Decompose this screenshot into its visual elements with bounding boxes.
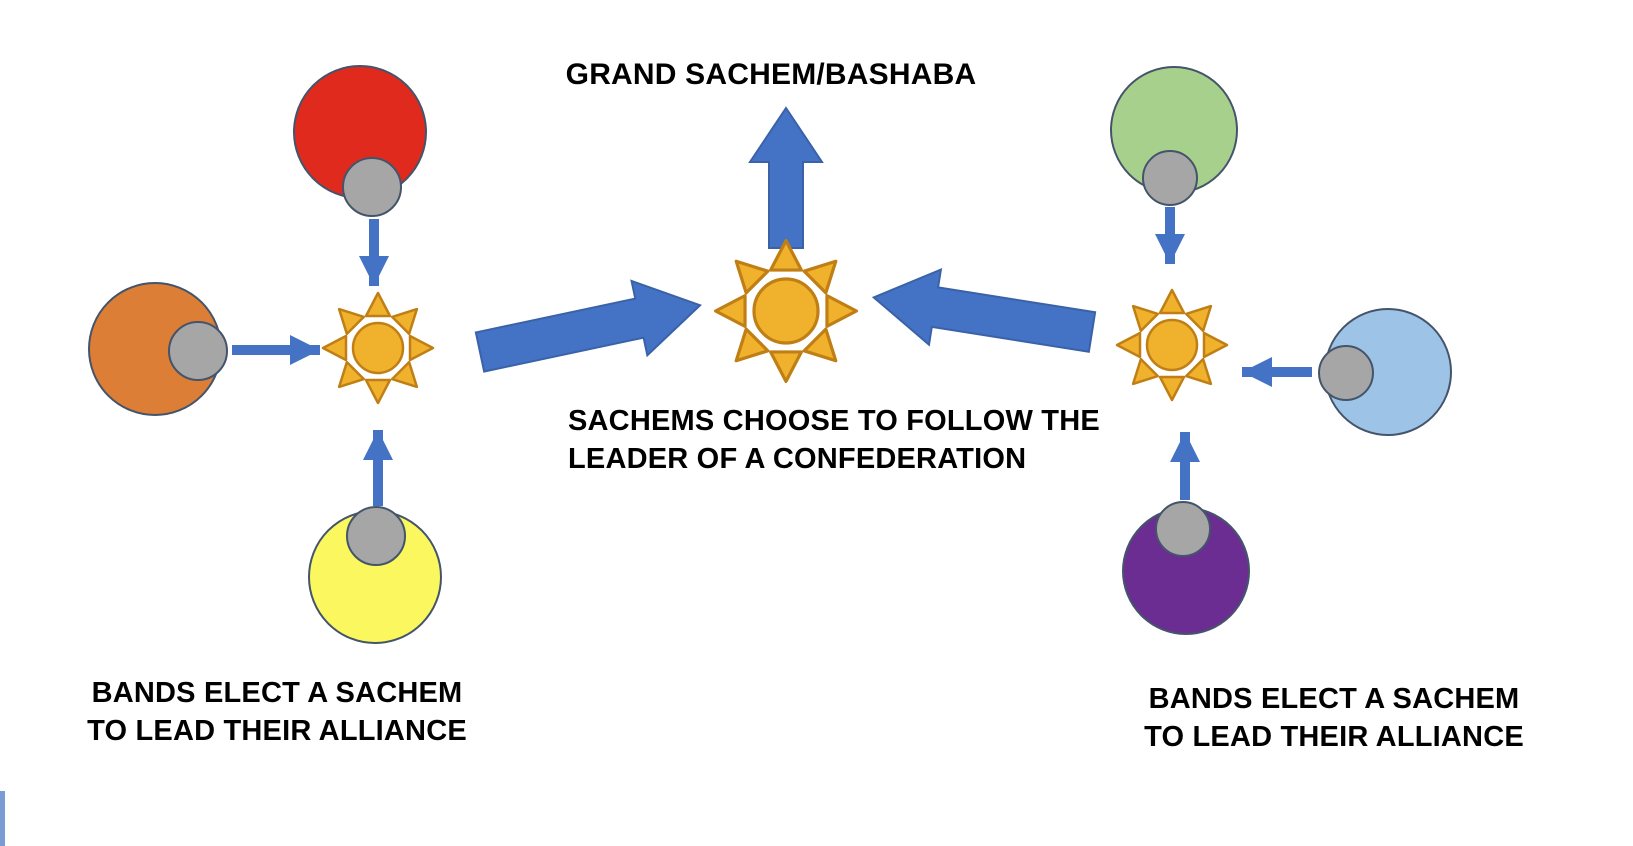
bands-caption-right: BANDS ELECT A SACHEM TO LEAD THEIR ALLIA… xyxy=(1129,680,1539,756)
arrow-right-alliance-to-confederation-icon xyxy=(871,267,1097,353)
arrow-left-alliance-to-confederation xyxy=(474,279,702,373)
bands-caption-right-line2: TO LEAD THEIR ALLIANCE xyxy=(1144,721,1524,753)
slide-edge-artifact xyxy=(0,791,5,846)
leader-dot-orange-band xyxy=(168,321,228,381)
confederation-caption-line2: LEADER OF A CONFEDERATION xyxy=(568,443,1027,475)
leader-dot-purple-band xyxy=(1155,501,1211,557)
arrow-right-alliance-to-confederation xyxy=(871,267,1097,353)
sun-icon-right-alliance-sachem xyxy=(1115,288,1229,402)
leader-dot-green-band xyxy=(1142,150,1198,206)
arrow-confederation-to-grand-sachem-icon xyxy=(748,106,824,249)
arrow-left-alliance-to-confederation-icon xyxy=(474,279,702,373)
bands-caption-left-line1: BANDS ELECT A SACHEM xyxy=(91,677,463,709)
leader-dot-red-band xyxy=(342,157,402,217)
leader-dot-yellow-band xyxy=(346,506,406,566)
sun-icon-confederation-leader xyxy=(713,239,859,383)
sun-icon-left-alliance-sachem xyxy=(321,291,435,405)
leader-dot-light-blue-band xyxy=(1318,345,1374,401)
grand-sachem-label: GRAND SACHEM/BASHABA xyxy=(565,58,977,91)
confederation-caption-line1: SACHEMS CHOOSE TO FOLLOW THE xyxy=(568,405,1100,437)
bands-caption-right-line1: BANDS ELECT A SACHEM xyxy=(1148,683,1520,715)
bands-caption-left: BANDS ELECT A SACHEM TO LEAD THEIR ALLIA… xyxy=(72,674,482,750)
confederation-caption: SACHEMS CHOOSE TO FOLLOW THE LEADER OF A… xyxy=(568,402,1128,478)
bands-caption-left-line2: TO LEAD THEIR ALLIANCE xyxy=(87,715,467,747)
